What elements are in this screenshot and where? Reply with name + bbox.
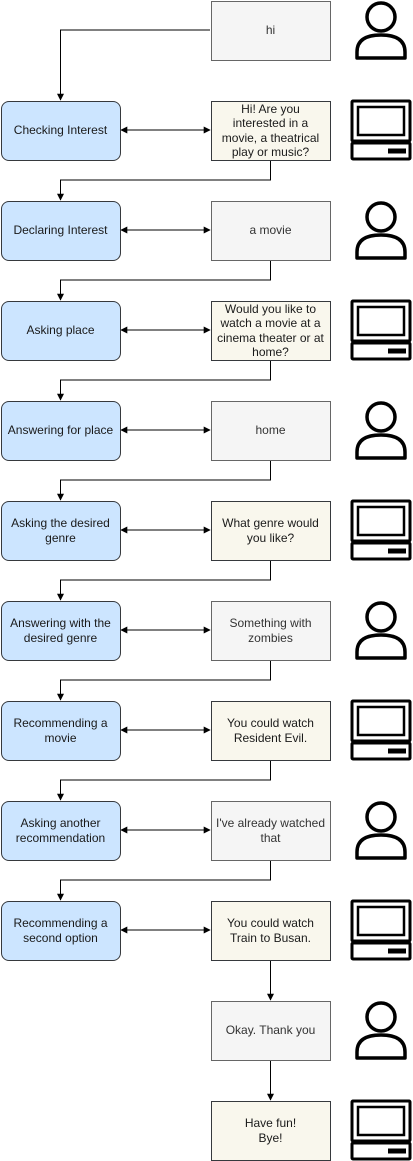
flow-arrow: [57, 460, 271, 501]
person-icon: [355, 1001, 407, 1060]
user-message-box: Okay. Thank you: [210, 1000, 331, 1061]
state-box: Answering with the desired genre: [0, 600, 121, 661]
state-box: Recommending a second option: [0, 900, 121, 961]
system-message-box: What genre would you like?: [210, 500, 331, 561]
flow-arrow: [57, 29, 210, 101]
computer-icon: [350, 99, 412, 161]
flow-arrow: [57, 260, 271, 301]
user-message-box: a movie: [210, 200, 331, 261]
computer-icon: [350, 499, 412, 561]
user-message-box: home: [210, 400, 331, 461]
user-message-box: Something with zombies: [210, 600, 331, 661]
system-message-box: Hi! Are you interested in a movie, a the…: [210, 100, 331, 161]
state-box: Checking Interest: [0, 100, 121, 161]
person-icon: [355, 201, 407, 260]
state-box: Asking another recommendation: [0, 800, 121, 861]
system-message-box: Would you like to watch a movie at a cin…: [210, 300, 331, 361]
system-message-box: You could watch Resident Evil.: [210, 700, 331, 761]
state-box: Asking place: [0, 300, 121, 361]
computer-icon: [350, 899, 412, 961]
person-icon: [355, 401, 407, 460]
computer-icon: [350, 699, 412, 761]
flow-arrow: [57, 360, 271, 401]
flow-arrow: [57, 760, 271, 801]
person-icon: [355, 601, 407, 660]
flow-arrow: [57, 560, 271, 601]
state-box: Asking the desired genre: [0, 500, 121, 561]
person-icon: [355, 801, 407, 860]
state-box: Recommending a movie: [0, 700, 121, 761]
user-message-box: I've already watched that: [210, 800, 331, 861]
user-message-box: hi: [210, 0, 331, 61]
system-message-box: You could watch Train to Busan.: [210, 900, 331, 961]
state-box: Answering for place: [0, 400, 121, 461]
flow-arrow: [57, 160, 271, 201]
computer-icon: [350, 1099, 412, 1161]
system-message-box: Have fun! Bye!: [210, 1100, 331, 1161]
person-icon: [355, 1, 407, 60]
flow-arrow: [57, 660, 271, 701]
flow-arrow: [57, 860, 271, 901]
computer-icon: [350, 299, 412, 361]
state-box: Declaring Interest: [0, 200, 121, 261]
